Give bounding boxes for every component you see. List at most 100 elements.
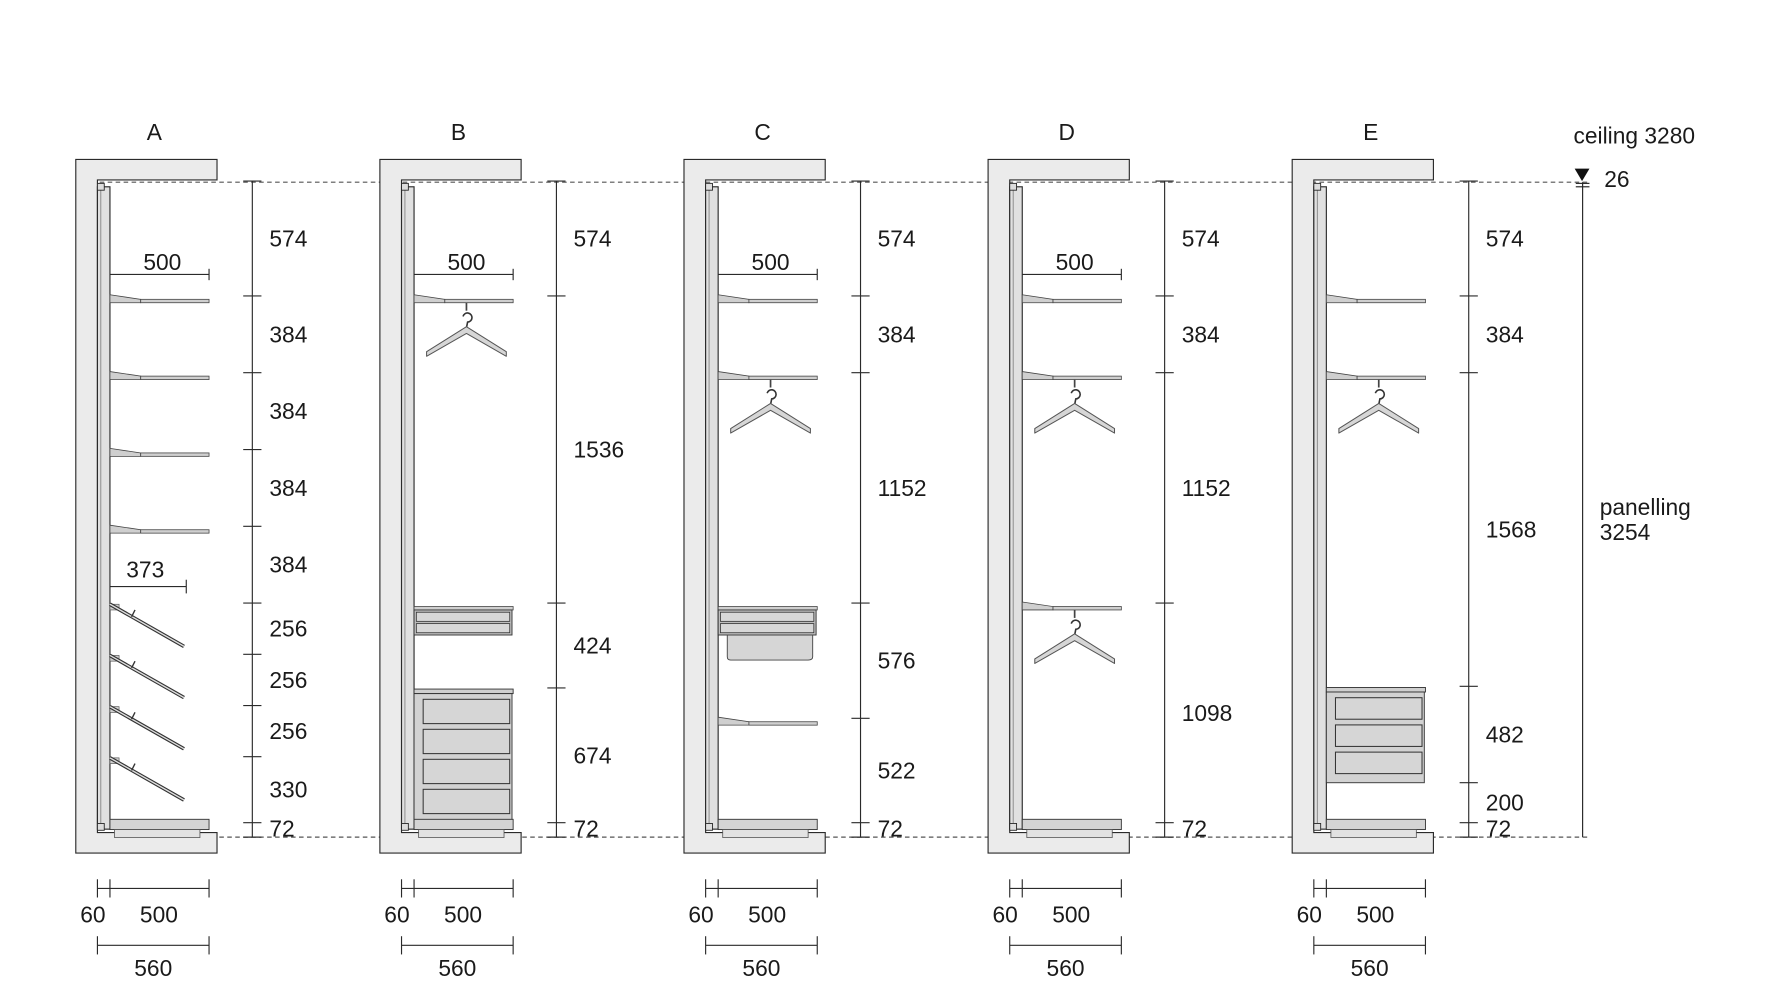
height-dimension-label: 384	[269, 398, 307, 424]
wall-section	[379, 158, 522, 854]
panel-depth-label: 60	[688, 902, 713, 928]
height-dimension-label: 72	[1486, 815, 1511, 841]
depth-dimension-label: 500	[1056, 249, 1094, 275]
drawer-front	[1334, 751, 1423, 775]
bottom-fixing	[96, 823, 105, 831]
hanger-body	[426, 326, 507, 357]
wall-section	[1291, 158, 1434, 854]
drawer-front	[720, 611, 815, 622]
shelf	[1052, 298, 1122, 304]
height-dimension-label: 1152	[878, 475, 927, 501]
height-dimension-label: 256	[269, 616, 307, 642]
shelf	[140, 375, 210, 380]
shelf-bracket	[109, 371, 142, 380]
height-dimension-label: 1152	[1182, 475, 1231, 501]
shoe-stop	[130, 712, 136, 720]
panelling-label: panelling	[1600, 494, 1691, 520]
panel-depth-label: 60	[1297, 902, 1322, 928]
height-dimension-label: 384	[269, 552, 307, 578]
hanger-icon	[1034, 379, 1116, 434]
height-dimension-label: 522	[878, 757, 916, 783]
unit-label: B	[451, 119, 466, 145]
height-dimension-label: 574	[878, 225, 916, 251]
ceiling-marker-icon	[1574, 168, 1590, 182]
shoe-rack-inner	[109, 654, 185, 699]
hanger-icon	[1034, 609, 1116, 664]
shelf	[444, 298, 514, 304]
plinth-base	[413, 818, 514, 831]
height-dimension-label: 72	[574, 815, 599, 841]
drawer-front	[1334, 697, 1423, 720]
unit-label: D	[1058, 119, 1074, 145]
shelf-bracket	[717, 371, 750, 380]
total-depth-label: 560	[1047, 955, 1085, 981]
drawer-front	[422, 698, 511, 725]
drawer-top	[413, 606, 514, 611]
total-depth-label: 560	[134, 955, 172, 981]
height-dimension-label: 384	[269, 475, 307, 501]
shelf-depth-label: 500	[1052, 902, 1090, 928]
height-dimension-label: 574	[574, 225, 612, 251]
hanger-hook	[1070, 619, 1081, 636]
height-dimension-label: 574	[1182, 225, 1220, 251]
bottom-fixing	[705, 823, 713, 831]
shelf-bracket	[413, 294, 446, 304]
shelf	[140, 529, 210, 534]
height-dimension-label: 674	[574, 742, 612, 768]
height-dimension-label: 482	[1486, 721, 1524, 747]
plinth-foot	[1330, 829, 1417, 838]
top-fixing	[401, 182, 409, 191]
hanger-hook	[462, 312, 473, 328]
height-dimension-label: 576	[878, 648, 916, 674]
bottom-fixing	[1009, 823, 1018, 831]
height-dimension-label: 200	[1486, 790, 1524, 816]
height-dimension-label: 72	[269, 815, 294, 841]
wall-section	[987, 158, 1130, 854]
shelf	[1356, 298, 1426, 304]
shelf-bracket	[109, 447, 142, 457]
hanger-body	[730, 402, 811, 434]
hanger-body	[1034, 633, 1116, 664]
shelf	[748, 298, 818, 304]
hanger-hook	[1070, 389, 1081, 405]
drawer-front	[422, 758, 511, 785]
drawer-front	[415, 611, 511, 622]
total-depth-label: 560	[742, 955, 780, 981]
height-annotations: ceiling 3280 26 panelling 3254	[1574, 123, 1696, 838]
shelf-bracket	[717, 294, 750, 304]
ceiling-label: ceiling 3280	[1574, 123, 1696, 149]
rack-dimension-label: 373	[126, 556, 164, 582]
shoe-rack-inner	[109, 706, 185, 750]
height-dimension-label: 384	[269, 321, 307, 347]
unit-label: C	[754, 119, 770, 145]
shoe-rack-inner	[109, 603, 185, 647]
plinth-base	[1021, 818, 1122, 831]
shelf	[1052, 375, 1122, 380]
height-dimension-label: 256	[269, 718, 307, 744]
wall-section	[683, 158, 826, 854]
panel-depth-label: 60	[993, 902, 1018, 928]
shelf-depth-label: 500	[748, 902, 786, 928]
height-dimension-label: 1098	[1182, 700, 1233, 726]
wall-panel	[96, 186, 111, 830]
top-fixing	[705, 182, 713, 191]
hanger-icon	[1338, 379, 1420, 434]
depth-dimension-label: 500	[143, 249, 181, 275]
height-dimension-label: 1568	[1486, 516, 1537, 542]
wall-panel	[400, 186, 415, 830]
drawer-top	[717, 606, 818, 611]
shelf-bracket	[109, 524, 142, 534]
height-dimension-label: 72	[1182, 815, 1207, 841]
drawer-front	[720, 623, 815, 634]
drawer-front	[422, 728, 511, 755]
drawer-unit-top	[413, 688, 514, 695]
shelf-bracket	[1325, 294, 1358, 304]
drawer-front	[422, 788, 511, 815]
top-fixing	[1009, 182, 1018, 191]
drawer-front	[1334, 724, 1423, 747]
height-dimension-label: 384	[1182, 321, 1220, 347]
